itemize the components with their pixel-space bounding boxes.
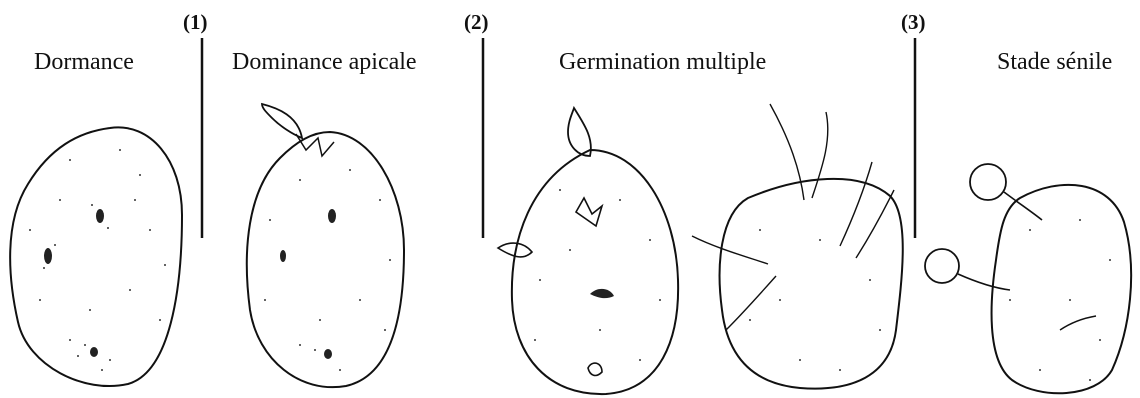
tuber-germination-short: [498, 108, 678, 394]
tuber-germination-long: [692, 104, 903, 389]
top-sprout: [568, 108, 591, 156]
tuber-dormance: [10, 127, 182, 386]
daughter-tuber-top: [970, 164, 1006, 200]
apical-sprout: [262, 104, 302, 138]
speckles: [534, 189, 661, 361]
long-sprouts: [692, 104, 894, 330]
tuber-senile: [925, 164, 1131, 393]
daughter-tuber-left: [925, 249, 959, 283]
eye-spots: [280, 209, 336, 359]
speckles: [1009, 219, 1111, 381]
tuber-dominance-apicale: [247, 104, 404, 387]
speckles: [264, 169, 391, 371]
eye-spots: [44, 209, 104, 357]
